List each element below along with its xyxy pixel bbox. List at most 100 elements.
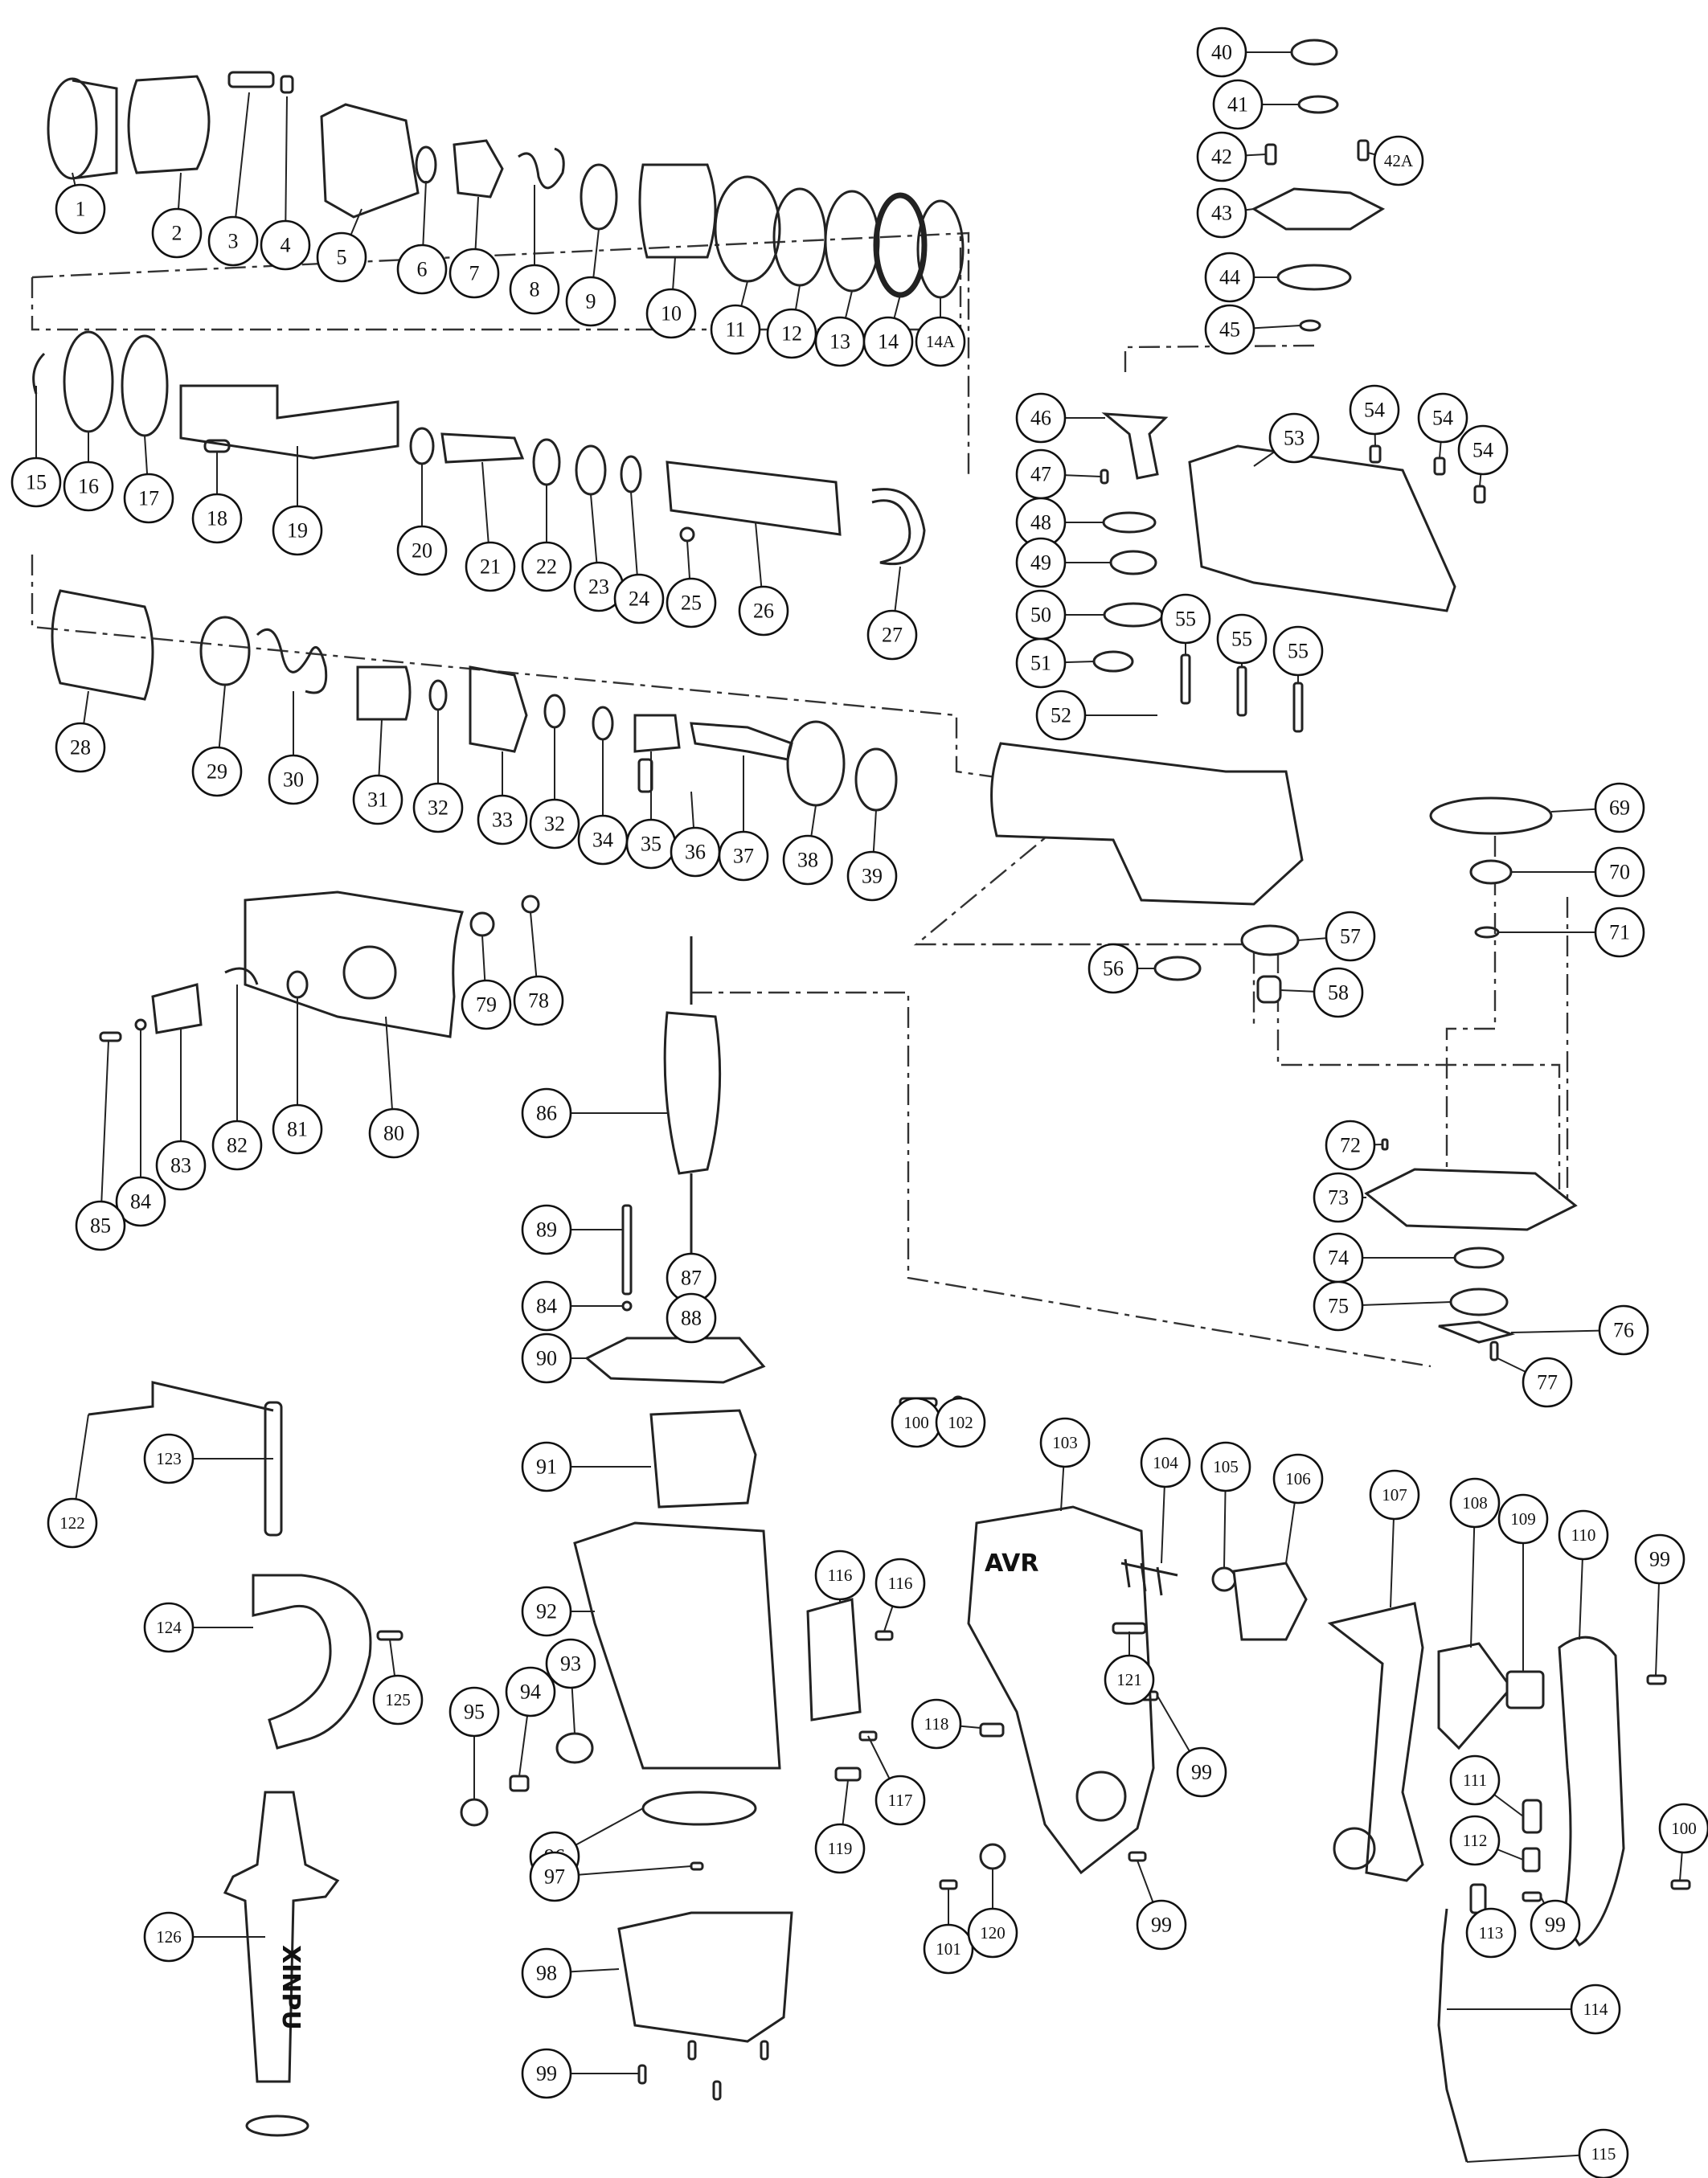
callout-number: 30 <box>283 768 304 792</box>
callout-number: 10 <box>661 302 682 325</box>
callout-bubble <box>1417 392 1468 444</box>
callout-bubble <box>1313 967 1364 1018</box>
callout-48: 48 <box>1015 497 1067 548</box>
callout-number: 35 <box>641 833 661 856</box>
callout-number: 122 <box>59 1513 85 1533</box>
callout-25: 25 <box>666 577 717 628</box>
callout-44: 44 <box>1204 252 1255 303</box>
callout-number: 32 <box>544 813 565 836</box>
callout-bubble <box>911 1698 962 1750</box>
callout-bubble <box>465 541 516 592</box>
callout-2: 2 <box>151 207 203 259</box>
callout-number: 73 <box>1328 1186 1349 1210</box>
callout-number: 116 <box>888 1574 913 1593</box>
part-shape-38 <box>786 720 846 807</box>
callout-54: 54 <box>1417 392 1468 444</box>
callout-bubble <box>1349 384 1400 436</box>
callout-36: 36 <box>670 826 721 878</box>
callout-number: 106 <box>1285 1469 1311 1488</box>
callout-121: 121 <box>1104 1654 1155 1705</box>
callout-bubble <box>666 1292 717 1344</box>
callout-bubble <box>268 754 319 805</box>
callout-bubble <box>814 1550 866 1601</box>
callout-108: 108 <box>1449 1477 1501 1529</box>
callout-bubble <box>352 774 403 825</box>
callout-number: 5 <box>337 246 347 269</box>
callout-bubble <box>521 1441 572 1492</box>
callout-7: 7 <box>449 248 500 299</box>
part-shape-19 <box>179 384 399 460</box>
callout-bubble <box>545 1638 596 1689</box>
callout-14a: 14A <box>915 316 966 367</box>
callout-49: 49 <box>1015 537 1067 588</box>
callout-72: 72 <box>1325 1120 1376 1171</box>
callout-73: 73 <box>1313 1172 1364 1223</box>
part-shape-105 <box>1232 1562 1308 1641</box>
callout-21: 21 <box>465 541 516 592</box>
callout-bubble <box>1204 304 1255 355</box>
part-shape-27 <box>871 488 926 566</box>
callout-number: 99 <box>1545 1914 1566 1937</box>
callout-bubble <box>1087 943 1139 994</box>
part-shape-103 <box>1120 1558 1178 1596</box>
callout-number: 38 <box>797 849 818 872</box>
part-shape-122 <box>264 1401 283 1537</box>
callout-46: 46 <box>1015 392 1067 444</box>
part-shape-116b <box>858 1730 878 1742</box>
callout-29: 29 <box>191 746 243 797</box>
callout-number: 81 <box>287 1118 308 1141</box>
callout-bubble <box>143 1433 195 1484</box>
callout-99: 99 <box>1530 1899 1581 1951</box>
callout-bubble <box>477 794 528 845</box>
part-shape-23 <box>575 444 607 496</box>
callout-106: 106 <box>1272 1453 1324 1505</box>
callout-number: 84 <box>536 1295 557 1318</box>
callout-bubble <box>143 1602 195 1653</box>
part-shape-74 <box>1453 1247 1505 1269</box>
callout-number: 115 <box>1591 2144 1616 2164</box>
callout-number: 57 <box>1340 925 1361 948</box>
callout-number: 114 <box>1583 2000 1608 2019</box>
callout-number: 126 <box>156 1927 182 1947</box>
callout-99: 99 <box>521 2048 572 2099</box>
callout-number: 2 <box>172 222 182 245</box>
callout-number: 13 <box>829 330 850 354</box>
part-shape-16 <box>63 330 114 433</box>
part-shape-83 <box>151 983 203 1034</box>
callout-bubble <box>1176 1746 1227 1798</box>
callout-bubble <box>513 975 564 1026</box>
callout-3: 3 <box>207 215 259 267</box>
part-shape-99-lower <box>1128 1851 1147 1862</box>
callout-number: 4 <box>281 234 291 257</box>
callout-number: 6 <box>417 258 428 281</box>
part-shape-113 <box>1437 1908 1468 2163</box>
group-line-gearbox <box>913 771 1255 1029</box>
callout-84: 84 <box>521 1280 572 1332</box>
part-shape-55a <box>1180 653 1191 705</box>
callout-37: 37 <box>718 830 769 882</box>
callout-bubble <box>846 850 898 902</box>
part-shape-99-bottom-a <box>637 2064 647 2085</box>
part-shape-110 <box>1522 1799 1542 1834</box>
callout-number: 21 <box>480 555 501 579</box>
callout-18: 18 <box>191 493 243 544</box>
callout-bubble <box>521 1280 572 1332</box>
callout-bubble <box>372 1674 424 1726</box>
callout-90: 90 <box>521 1333 572 1384</box>
callout-number: 95 <box>464 1701 485 1724</box>
part-shape-99-bottom-c <box>712 2080 722 2101</box>
callout-89: 89 <box>521 1204 572 1255</box>
callout-number: 118 <box>924 1714 949 1734</box>
callout-5: 5 <box>316 231 367 283</box>
callout-bubble <box>718 830 769 882</box>
part-shape-99-handle-c <box>1670 1879 1691 1890</box>
callout-bubble <box>521 1947 572 1999</box>
part-shape-89 <box>621 1204 633 1296</box>
callout-number: 55 <box>1288 640 1309 663</box>
callout-bubble <box>1140 1437 1191 1488</box>
part-shape-49 <box>1109 550 1157 575</box>
callout-number: 103 <box>1052 1433 1078 1452</box>
callout-number: 23 <box>588 575 609 599</box>
callout-122: 122 <box>47 1497 98 1549</box>
